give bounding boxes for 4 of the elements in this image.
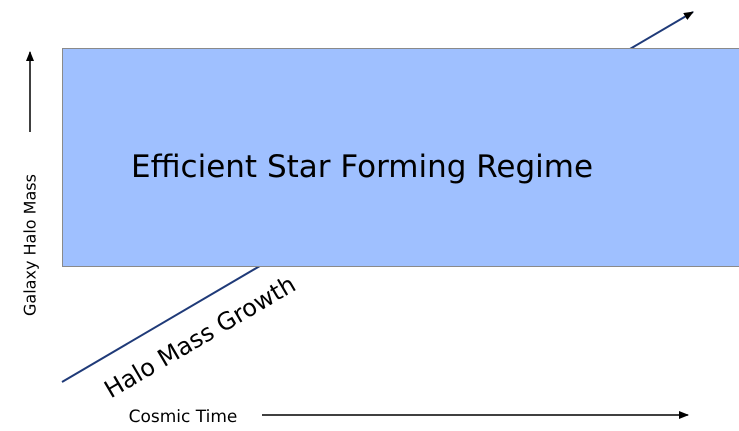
axis-label: Cosmic Time <box>128 407 238 427</box>
regime-band <box>62 48 739 267</box>
axis-label: Galaxy Halo Mass <box>20 174 40 316</box>
regime-label: Efficient Star Forming Regime <box>131 149 594 185</box>
